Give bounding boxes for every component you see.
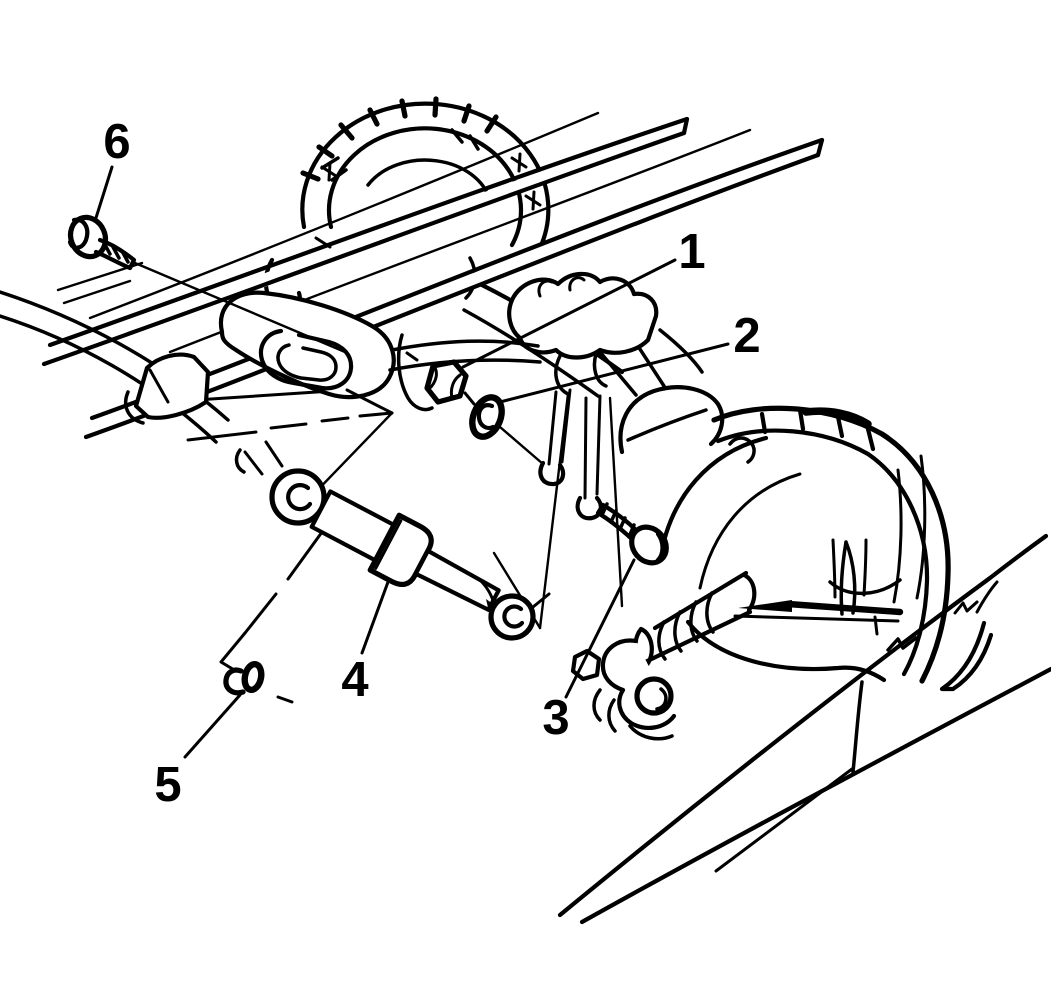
leader-lines: [93, 165, 730, 759]
bracket-slot-inner: [276, 343, 338, 382]
nut-1-icon: [424, 359, 469, 405]
rail-mark-2: [953, 600, 979, 615]
shock-upper-eye: [269, 468, 327, 526]
leader-line-5: [183, 693, 242, 759]
leader-line-2: [498, 342, 730, 404]
washer-2-icon: [469, 394, 505, 440]
leader-line-4: [360, 580, 390, 655]
leader-line-3: [564, 558, 636, 699]
stud-hole-upper: [538, 460, 566, 487]
wheelhouse-lip: [939, 620, 994, 692]
callout-label-2: 2: [733, 309, 760, 363]
cover-fin: [839, 540, 857, 616]
leader-line-6: [93, 165, 114, 223]
shock-rod-lower: [413, 548, 501, 612]
stud-hole-lower: [575, 495, 603, 521]
shock-lower-eye: [488, 593, 536, 641]
stud-strap-upper: [547, 388, 572, 466]
axle-bracket: [507, 271, 708, 442]
drum-teeth: [300, 96, 499, 182]
differential-housing: [598, 338, 951, 684]
stud-strap-lower: [583, 394, 602, 500]
bolt-6-icon: [67, 214, 137, 271]
leader-line-1: [461, 258, 677, 369]
rail-mark-1: [886, 636, 918, 652]
spring-seat-block: [133, 352, 211, 420]
pinion-yoke: [570, 570, 757, 741]
bracket-slot-outer: [258, 328, 354, 391]
shock-absorber: [234, 440, 551, 641]
bolt-3-icon: [595, 502, 669, 566]
callout-label-1: 1: [678, 225, 705, 279]
callout-label-3: 3: [542, 691, 569, 745]
callout-label-5: 5: [154, 758, 181, 812]
callout-label-4: 4: [341, 653, 368, 707]
callout-labels: 1 2 3 4 5 6: [103, 115, 760, 812]
frame-rail-right: [557, 533, 1051, 925]
callout-label-6: 6: [103, 115, 130, 169]
nut-5-icon: [223, 660, 265, 696]
brake-drum-hub: [263, 96, 551, 313]
bracket-body: [218, 290, 396, 400]
spring-clamp-marks: [320, 152, 542, 211]
leader-line-6-long: [133, 261, 347, 354]
